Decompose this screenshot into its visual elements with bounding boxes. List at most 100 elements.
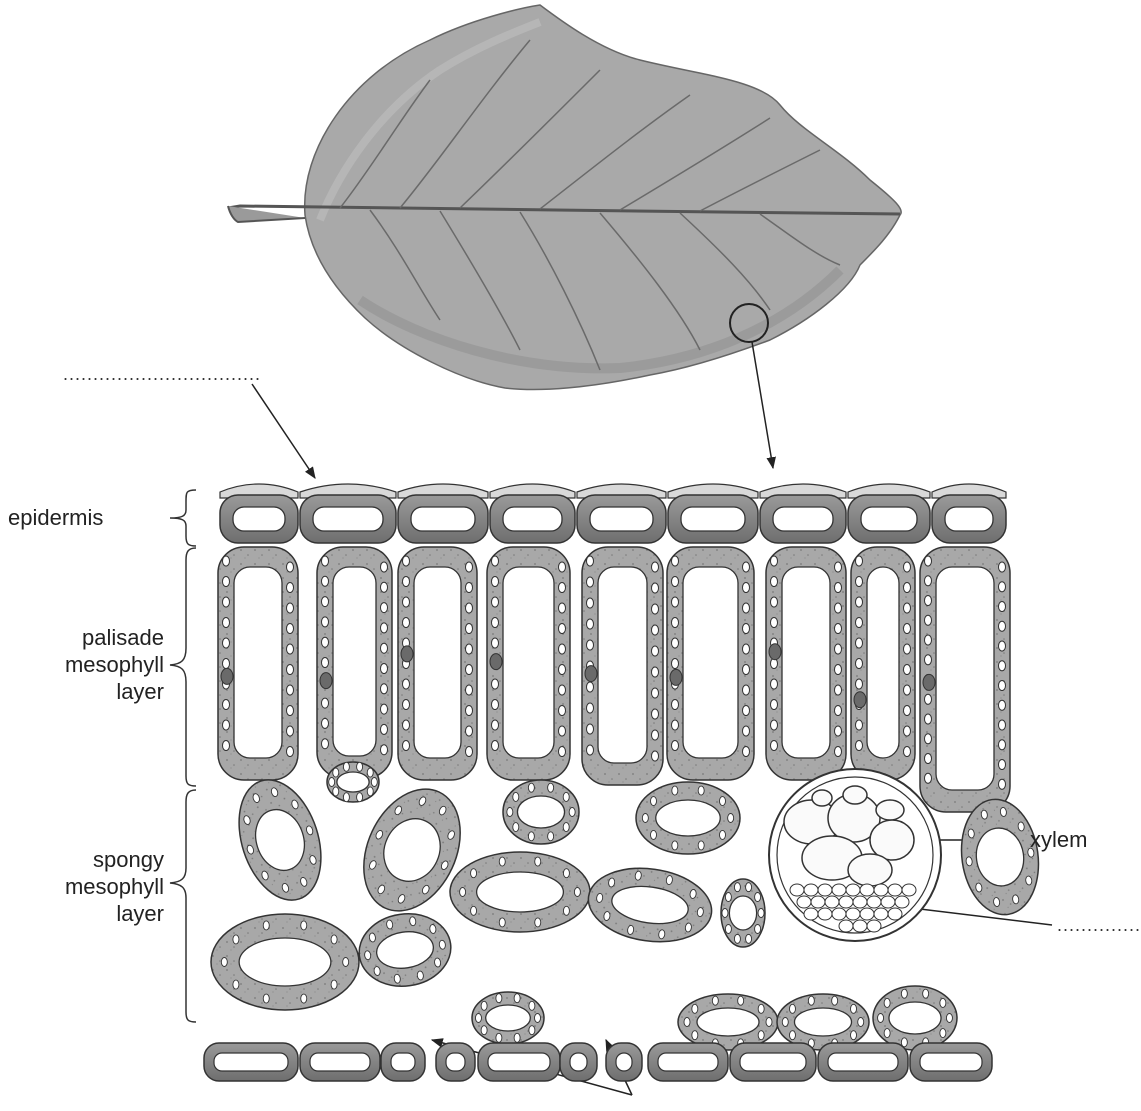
chloroplast: [223, 556, 230, 566]
palisade-vacuole: [333, 567, 376, 756]
phloem-cell: [839, 896, 853, 908]
chloroplast: [835, 603, 842, 613]
phloem-cell: [825, 896, 839, 908]
chloroplast: [652, 583, 659, 593]
chloroplast: [999, 602, 1006, 612]
chloroplast: [771, 577, 778, 587]
magnify-arrow: [752, 342, 773, 468]
chloroplast: [322, 556, 329, 566]
chloroplast: [371, 778, 377, 787]
chloroplast: [492, 618, 499, 628]
chloroplast: [492, 720, 499, 730]
spongy-vacuole: [794, 1008, 851, 1036]
chloroplast: [569, 808, 575, 817]
chloroplast: [287, 562, 294, 572]
chloroplast: [287, 603, 294, 613]
chloroplast: [746, 934, 752, 943]
chloroplast: [403, 700, 410, 710]
phloem-cell: [895, 896, 909, 908]
chloroplast: [901, 989, 907, 998]
spongy-brace: [170, 790, 196, 1022]
chloroplast: [652, 625, 659, 635]
chloroplast: [381, 684, 388, 694]
chloroplast: [835, 644, 842, 654]
chloroplast: [835, 665, 842, 675]
chloroplast: [925, 655, 932, 665]
phloem-cell: [881, 896, 895, 908]
epidermis-cell-lumen: [570, 1053, 587, 1071]
chloroplast: [771, 720, 778, 730]
chloroplast: [223, 638, 230, 648]
xylem-label: xylem: [1030, 826, 1087, 853]
chloroplast: [771, 618, 778, 628]
chloroplast: [331, 935, 337, 944]
palisade-label-line3: layer: [20, 678, 164, 705]
chloroplast: [755, 924, 761, 933]
chloroplast: [322, 597, 329, 607]
leaf-illustration: [228, 5, 901, 389]
phloem-cell: [874, 908, 888, 920]
nucleus: [769, 644, 781, 660]
chloroplast: [333, 768, 339, 777]
chloroplast: [884, 998, 890, 1007]
epidermis-cell-lumen: [861, 507, 917, 531]
chloroplast: [771, 597, 778, 607]
chloroplast: [233, 980, 239, 989]
palisade-vacuole: [414, 567, 461, 758]
chloroplast: [672, 786, 678, 795]
epidermis-cell-lumen: [773, 507, 833, 531]
spongy-label-line2: mesophyll: [20, 873, 164, 900]
nucleus: [490, 654, 502, 670]
chloroplast: [904, 644, 911, 654]
spongy-vacuole: [477, 872, 564, 912]
chloroplast: [856, 659, 863, 669]
chloroplast: [940, 998, 946, 1007]
chloroplast: [492, 679, 499, 689]
chloroplast: [925, 615, 932, 625]
chloroplast: [642, 814, 648, 823]
chloroplast: [559, 562, 566, 572]
epidermis-cell-lumen: [616, 1053, 632, 1071]
chloroplast: [743, 562, 750, 572]
chloroplast: [743, 747, 750, 757]
spongy-vacuole: [486, 1005, 531, 1031]
palisade-label: palisade mesophyll layer: [20, 624, 164, 705]
chloroplast: [587, 682, 594, 692]
chloroplast: [548, 783, 554, 792]
chloroplast: [692, 1031, 698, 1040]
chloroplast: [301, 921, 307, 930]
chloroplast: [652, 646, 659, 656]
chloroplast: [587, 745, 594, 755]
chloroplast: [587, 703, 594, 713]
chloroplast: [496, 994, 502, 1003]
chloroplast: [746, 883, 752, 892]
chloroplast: [999, 582, 1006, 592]
chloroplast: [329, 778, 335, 787]
chloroplast: [999, 760, 1006, 770]
chloroplast: [725, 924, 731, 933]
chloroplast: [492, 556, 499, 566]
chloroplast: [904, 624, 911, 634]
spongy-label-line1: spongy: [20, 846, 164, 873]
chloroplast: [301, 994, 307, 1003]
chloroplast: [514, 994, 520, 1003]
chloroplast: [322, 658, 329, 668]
chloroplast: [808, 996, 814, 1005]
chloroplast: [466, 726, 473, 736]
chloroplast: [466, 665, 473, 675]
chloroplast: [672, 741, 679, 751]
chloroplast: [672, 841, 678, 850]
palisade-vacuole: [936, 567, 994, 790]
chloroplast: [904, 706, 911, 716]
spongy-vacuole: [239, 938, 331, 986]
palisade-label-line2: mesophyll: [20, 651, 164, 678]
chloroplast: [743, 583, 750, 593]
chloroplast: [403, 618, 410, 628]
chloroplast: [403, 556, 410, 566]
chloroplast: [403, 577, 410, 587]
chloroplast: [743, 644, 750, 654]
chloroplast: [528, 783, 534, 792]
chloroplast: [496, 1033, 502, 1042]
chloroplast: [672, 597, 679, 607]
